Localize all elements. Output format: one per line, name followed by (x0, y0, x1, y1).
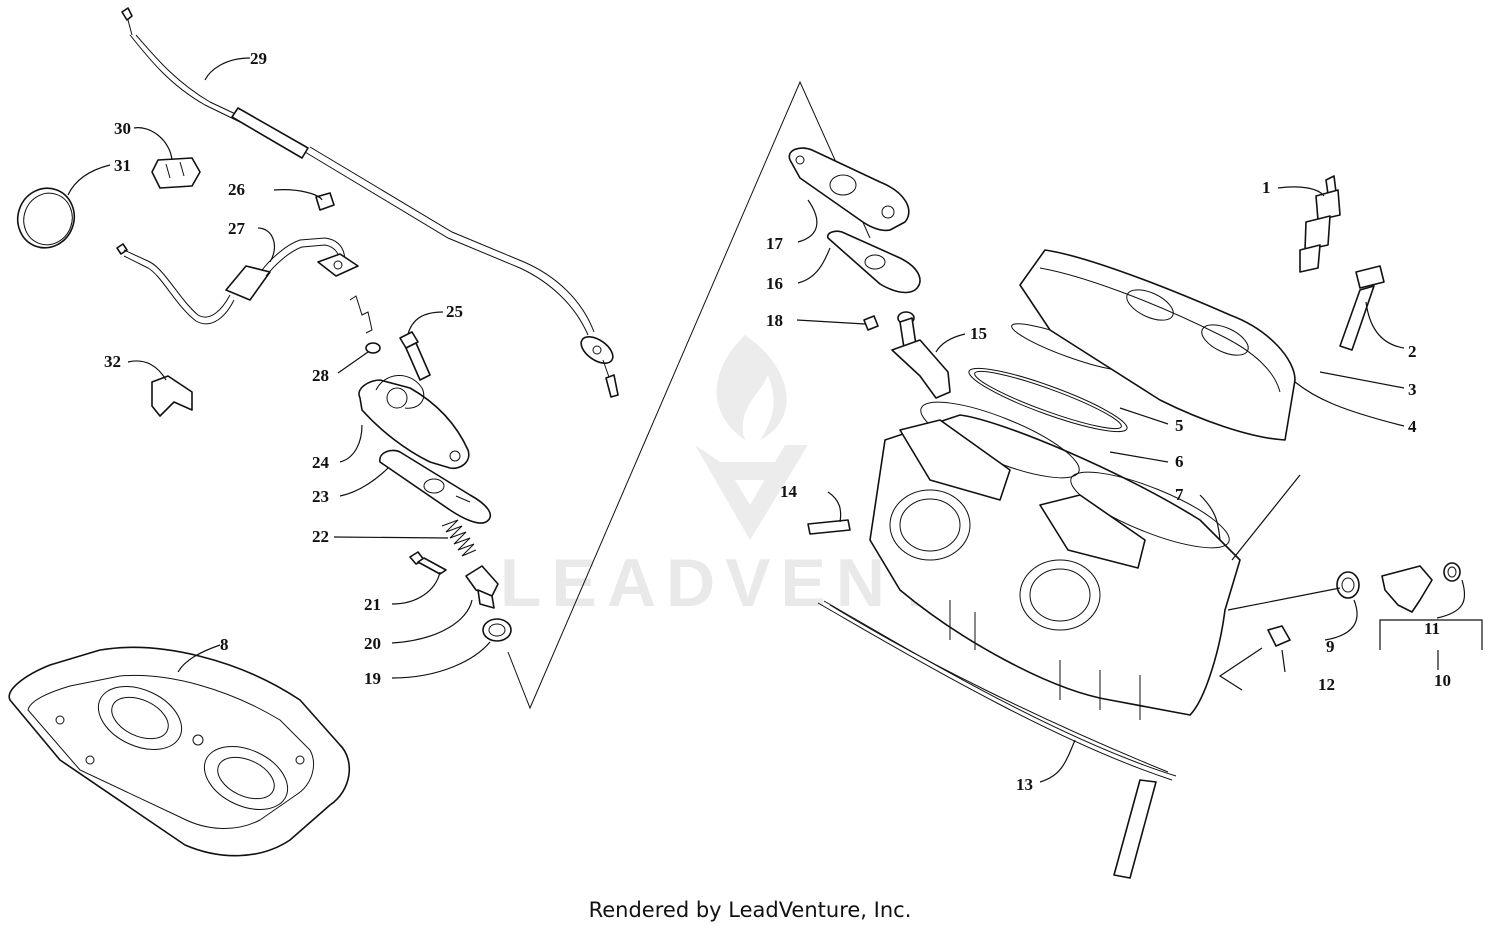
cable-bracket (151, 375, 193, 417)
valve-cover-24 (358, 375, 470, 470)
callout-10: 10 (1434, 671, 1451, 690)
callout-14: 14 (780, 482, 798, 501)
valve-housing-17 (788, 147, 910, 232)
callout-19: 19 (364, 669, 381, 688)
callout-4: 4 (1408, 417, 1417, 436)
bolt-21 (409, 551, 447, 575)
hose-clamp (16, 187, 76, 249)
callout-27: 27 (228, 219, 246, 238)
gasket-16 (826, 230, 921, 294)
cylinder-block-7 (869, 401, 1241, 720)
callout-13: 13 (1016, 775, 1033, 794)
callout-12: 12 (1318, 675, 1335, 694)
cable-clip (151, 157, 201, 189)
valve-20 (465, 565, 499, 609)
callout-11: 11 (1424, 619, 1440, 638)
base-gasket-13 (817, 600, 1177, 781)
callout-9: 9 (1326, 637, 1335, 656)
callout-6: 6 (1175, 452, 1184, 471)
callout-25: 25 (446, 302, 463, 321)
gasket-23 (379, 449, 492, 524)
spring-lower (349, 295, 373, 334)
callout-30: 30 (114, 119, 131, 138)
leader-lines (67, 57, 1483, 783)
nut-12 (1267, 625, 1291, 647)
callout-20: 20 (364, 634, 381, 653)
callout-26: 26 (228, 180, 245, 199)
spring-22 (441, 519, 477, 557)
valve-15 (891, 311, 951, 399)
callout-32: 32 (104, 352, 121, 371)
leadventure-flame-logo (695, 335, 808, 540)
oil-pump-cable (116, 237, 359, 325)
spark-plug-1 (1299, 175, 1341, 273)
seal-9 (1336, 571, 1360, 599)
callout-24: 24 (312, 453, 330, 472)
stud-lower (1113, 779, 1157, 879)
injector-11 (1381, 562, 1461, 613)
throttle-cable (121, 7, 619, 398)
callout-29: 29 (250, 49, 267, 68)
callout-16: 16 (766, 274, 783, 293)
cylinder-head-4 (1019, 249, 1296, 441)
callout-17: 17 (766, 234, 784, 253)
callout-2: 2 (1408, 342, 1417, 361)
callout-28: 28 (312, 366, 329, 385)
callout-22: 22 (312, 527, 329, 546)
callout-5: 5 (1175, 416, 1184, 435)
callout-31: 31 (114, 156, 131, 175)
callout-3: 3 (1408, 380, 1417, 399)
stud-14 (807, 519, 851, 535)
callout-23: 23 (312, 487, 329, 506)
callout-labels: 1 2 3 4 5 6 7 8 9 10 11 12 13 14 15 16 1… (104, 49, 1451, 794)
pin-18 (863, 315, 879, 331)
callout-7: 7 (1175, 485, 1184, 504)
callout-21: 21 (364, 595, 381, 614)
screw-26 (315, 192, 335, 211)
callout-15: 15 (970, 324, 987, 343)
callout-1: 1 (1262, 178, 1271, 197)
washer-28 (365, 342, 381, 354)
head-bolt-2 (1339, 265, 1385, 351)
gasket-kit-8 (8, 646, 351, 857)
bolt-25 (399, 331, 431, 381)
callout-18: 18 (766, 311, 783, 330)
o-ring-6 (968, 367, 1128, 433)
seal-19 (482, 618, 512, 642)
render-credit: Rendered by LeadVenture, Inc. (588, 898, 912, 922)
callout-8: 8 (220, 635, 229, 654)
